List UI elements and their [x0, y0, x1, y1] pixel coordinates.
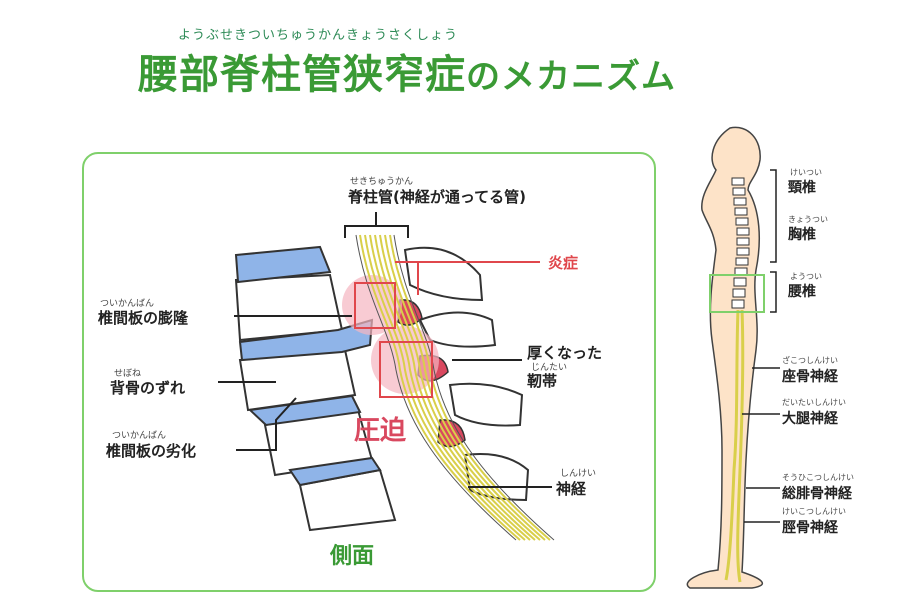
nerve-label: 神経 [556, 480, 587, 498]
nerve-ruby: しんけい [560, 469, 597, 479]
human-figure [686, 126, 780, 589]
lumbar-ruby: ようつい [790, 272, 822, 281]
disc-bulge-ruby: ついかんばん [100, 299, 155, 309]
highlight-boxes [354, 261, 540, 398]
compression-label: 圧迫 [354, 416, 407, 446]
slip-ruby: せぼね [114, 369, 142, 379]
ligament-label: 厚くなった [527, 344, 603, 362]
canal-label: 脊柱管(神経が通ってる管) [348, 188, 526, 206]
common-peroneal-ruby: そうひこつしんけい [782, 473, 854, 482]
inflammation-glow [342, 275, 402, 335]
ligament-label-2: 靭帯 [527, 372, 558, 390]
title-main: 腰部脊柱管狭窄症 [138, 52, 466, 98]
sciatic-ruby: ざこつしんけい [782, 356, 838, 365]
tibial-label: 脛骨神経 [782, 520, 838, 536]
canal-bracket [344, 212, 409, 238]
body-silhouette [686, 126, 764, 589]
degeneration-ruby: ついかんばん [112, 431, 167, 441]
femoral-label: 大腿神経 [782, 411, 838, 427]
leader-lines [218, 315, 552, 488]
intervertebral-discs [234, 245, 382, 487]
inflammation-label: 炎症 [548, 254, 579, 272]
thoracic-label: 胸椎 [788, 227, 816, 243]
region-brackets [742, 169, 780, 523]
title-suffix: のメカニズム [466, 57, 676, 97]
title-ruby: ようぶせきついちゅうかんきょうさくしょう [178, 28, 459, 43]
leg-nerves [724, 309, 745, 583]
page-title: 腰部脊柱管狭窄症のメカニズム [138, 42, 676, 100]
cervical-ruby: けいつい [790, 168, 822, 177]
disc-bulge-label: 椎間板の膨隆 [98, 309, 189, 327]
common-peroneal-label: 総腓骨神経 [782, 486, 852, 502]
degeneration-label: 椎間板の劣化 [106, 442, 197, 460]
cervical-label: 頸椎 [788, 180, 816, 196]
nerve-bundle-outline [355, 234, 555, 541]
lumbar-highlight [709, 274, 765, 313]
thoracic-ruby: きょうつい [788, 215, 828, 224]
nerve-bundle [359, 234, 551, 541]
femoral-ruby: だいたいしんけい [782, 398, 846, 407]
sciatic-label: 座骨神経 [782, 369, 838, 385]
vertebral-bodies [234, 273, 397, 532]
tibial-ruby: けいこつしんけい [782, 507, 846, 516]
side-view-label: 側面 [330, 544, 375, 569]
slip-label: 背骨のずれ [110, 379, 186, 397]
lumbar-label: 腰椎 [788, 284, 816, 300]
ligament-ruby: じんたい [531, 363, 568, 373]
spine-column [731, 177, 750, 309]
lumbar-spine-diagram [218, 212, 555, 541]
canal-ruby: せきちゅうかん [350, 177, 414, 187]
